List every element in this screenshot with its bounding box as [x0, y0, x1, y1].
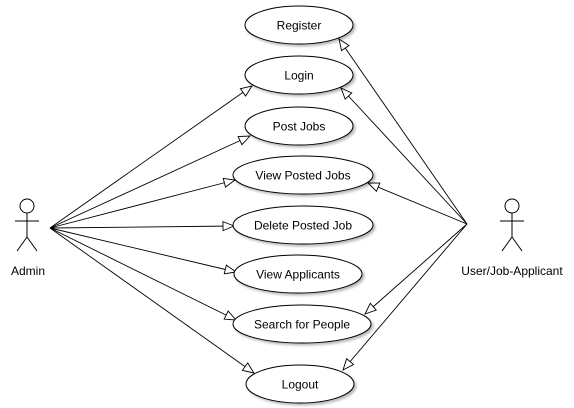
- association-line: [49, 179, 236, 229]
- arrowhead: [342, 357, 355, 371]
- use-case-view-posted-jobs[interactable]: View Posted Jobs: [232, 155, 374, 195]
- association-lines: [49, 38, 468, 374]
- stick-figure-icon: [15, 198, 39, 252]
- arrowhead: [223, 310, 238, 321]
- association-line: [364, 223, 468, 315]
- arrowhead: [239, 85, 253, 97]
- association-line: [49, 227, 237, 321]
- association-line: [49, 135, 251, 229]
- use-case-label: Register: [277, 19, 322, 33]
- arrowhead: [241, 362, 255, 374]
- arrowhead: [222, 177, 237, 188]
- use-case-post-jobs[interactable]: Post Jobs: [244, 106, 354, 146]
- actor-label: Admin: [11, 264, 45, 278]
- use-case-search-for-people[interactable]: Search for People: [232, 304, 372, 344]
- use-case-login[interactable]: Login: [244, 55, 354, 95]
- use-case-register[interactable]: Register: [244, 5, 354, 45]
- use-case-view-applicants[interactable]: View Applicants: [233, 254, 363, 294]
- arrowhead: [223, 264, 238, 275]
- association-line: [49, 85, 253, 229]
- arrowhead: [364, 302, 378, 315]
- association-line: [340, 87, 468, 225]
- use-case-label: Delete Posted Job: [254, 219, 352, 233]
- association-line: [367, 182, 468, 225]
- arrowhead: [237, 135, 252, 146]
- use-case-label: Logout: [282, 378, 319, 392]
- use-case-label: Post Jobs: [273, 120, 326, 134]
- use-case-logout[interactable]: Logout: [245, 364, 355, 404]
- association-line: [342, 223, 468, 371]
- actor-user-job-applicant[interactable]: User/Job-Applicant: [461, 198, 563, 278]
- actor-admin[interactable]: Admin: [11, 198, 45, 278]
- use-case-delete-posted-job[interactable]: Delete Posted Job: [232, 205, 374, 245]
- arrowhead: [338, 38, 350, 52]
- arrowhead: [366, 182, 381, 193]
- association-line: [49, 227, 237, 273]
- use-case-label: View Posted Jobs: [255, 169, 350, 183]
- arrowhead: [340, 87, 353, 100]
- arrowhead: [222, 220, 236, 232]
- association-line: [338, 38, 468, 225]
- use-case-label: Login: [284, 69, 313, 83]
- use-case-label: Search for People: [254, 318, 350, 332]
- association-line: [49, 225, 235, 229]
- stick-figure-icon: [500, 198, 524, 252]
- actor-label: User/Job-Applicant: [461, 264, 563, 278]
- association-line: [49, 227, 255, 374]
- use-case-label: View Applicants: [256, 268, 340, 282]
